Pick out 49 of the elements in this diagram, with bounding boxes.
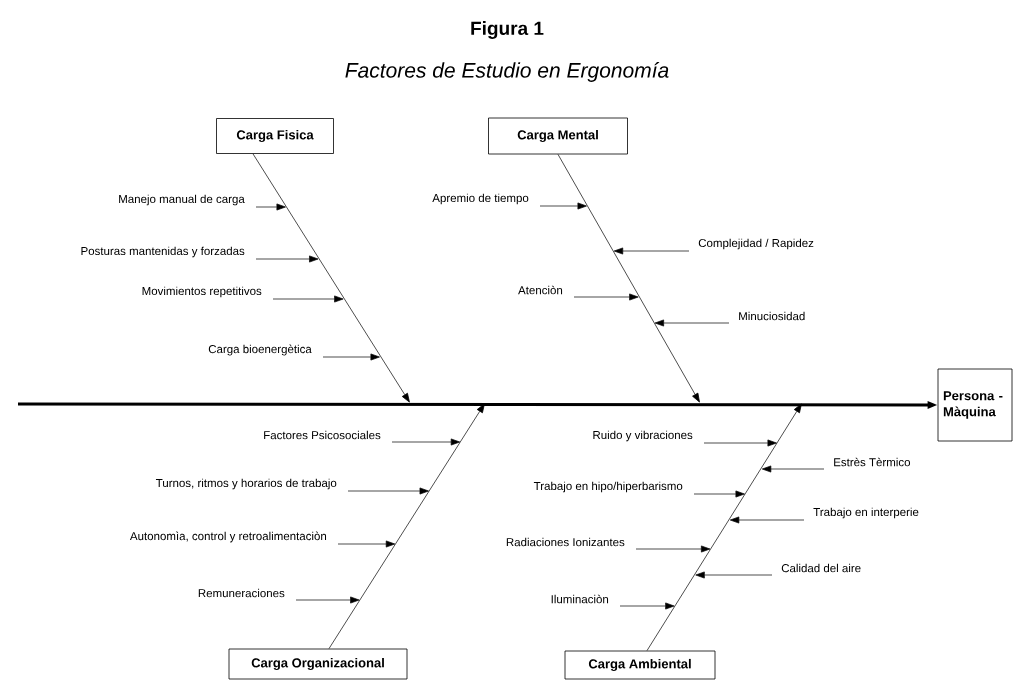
category-box: Carga Organizacional bbox=[228, 648, 408, 680]
arrow bbox=[703, 439, 777, 447]
arrow bbox=[255, 203, 286, 211]
category-box: Carga Mental bbox=[488, 117, 628, 155]
factor-text: Turnos, ritmos y horarios de trabajo bbox=[155, 478, 337, 490]
factor-text: Autonomìa, control y retroalimentaciòn bbox=[129, 531, 326, 543]
arrow bbox=[619, 602, 675, 610]
factor-text: Ruido y vibraciones bbox=[593, 430, 693, 442]
factor-text: Movimientos repetitivos bbox=[142, 286, 262, 298]
bone-arrow bbox=[252, 153, 410, 403]
factor-text: Manejo manual de carga bbox=[119, 194, 245, 206]
arrow bbox=[693, 490, 745, 498]
arrow bbox=[654, 319, 730, 327]
factor-text: Iluminaciòn bbox=[551, 594, 609, 604]
effect-box: Persona - Màquina bbox=[937, 368, 1013, 442]
factor-text: Radiaciones Ionizantes bbox=[506, 537, 625, 547]
factor-text: Calidad del aire bbox=[781, 563, 861, 573]
figure-title: Figura 1 bbox=[471, 21, 544, 39]
factor-text: Carga bioenergètica bbox=[208, 344, 312, 356]
factor-text: Factores Psicosociales bbox=[264, 430, 381, 440]
arrow bbox=[295, 596, 360, 604]
arrow bbox=[272, 295, 344, 303]
factor-text: Estrès Tèrmico bbox=[834, 457, 911, 467]
arrow bbox=[573, 293, 639, 301]
factor-text: Complejidad / Rapidez bbox=[698, 238, 814, 250]
factor-text: Remuneraciones bbox=[198, 588, 285, 598]
factor-text: Posturas mantenidas y forzadas bbox=[81, 246, 245, 258]
factor-text: Atenciòn bbox=[518, 285, 563, 295]
arrow bbox=[322, 353, 380, 361]
arrow bbox=[729, 516, 805, 524]
arrow bbox=[255, 255, 319, 263]
category-box: Carga Fisica bbox=[216, 118, 334, 154]
arrow bbox=[337, 540, 396, 548]
arrow bbox=[613, 247, 690, 255]
factor-text: Apremio de tiempo bbox=[432, 193, 529, 205]
category-box: Carga Ambiental bbox=[564, 650, 716, 680]
factor-text: Trabajo en interperie bbox=[813, 507, 919, 519]
arrow bbox=[635, 545, 711, 553]
bone-arrow bbox=[557, 154, 700, 403]
arrow bbox=[347, 487, 429, 495]
bone-arrow bbox=[646, 403, 802, 651]
arrow bbox=[695, 571, 773, 579]
arrow bbox=[391, 438, 461, 446]
factor-text: Trabajo en hipo/hiperbarismo bbox=[533, 481, 683, 493]
arrow bbox=[539, 202, 587, 210]
factor-text: Minuciosidad bbox=[739, 311, 805, 321]
figure-caption: Factores de Estudio en Ergonomía bbox=[345, 62, 669, 82]
arrow bbox=[761, 465, 825, 473]
bone-arrow bbox=[328, 403, 485, 649]
